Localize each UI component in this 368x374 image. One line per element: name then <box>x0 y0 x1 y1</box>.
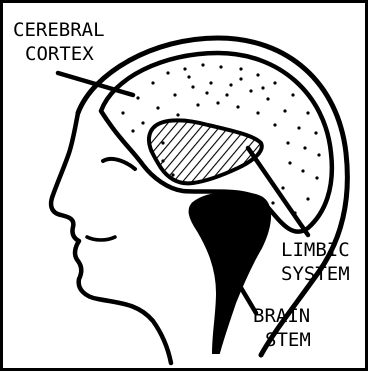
cerebral-cortex-label-line2: CORTEX <box>25 43 94 65</box>
eye <box>103 159 135 169</box>
limbic-system-label-line1: LIMBIC <box>281 239 350 261</box>
limbic-system-label-line2: SYSTEM <box>281 263 350 285</box>
limbic-system-shape <box>149 120 262 183</box>
cerebral-cortex-label-line1: CEREBRAL <box>13 19 105 41</box>
mouth <box>87 237 115 240</box>
brain-stem-label-line1: BRAIN <box>253 305 310 327</box>
brain-stem-label-line2: STEM <box>265 329 311 351</box>
